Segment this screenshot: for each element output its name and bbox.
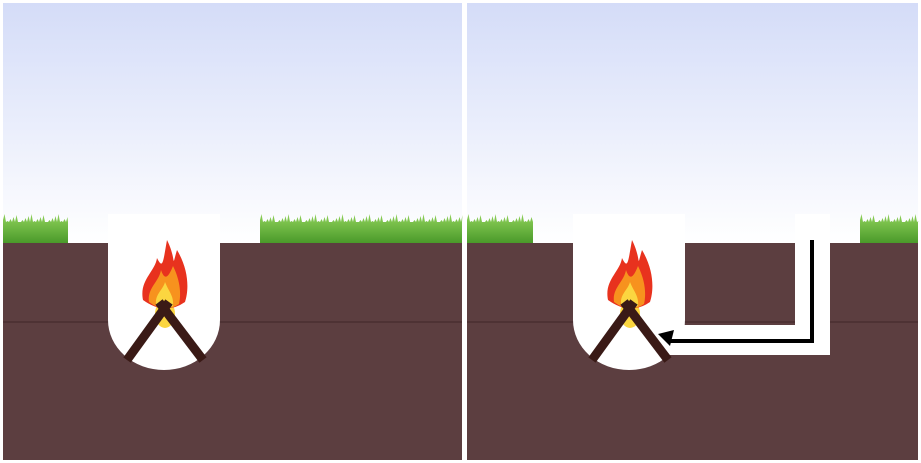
panel-fire-pit-with-air-tunnel <box>467 3 919 460</box>
panel-simple-fire-pit <box>3 3 463 460</box>
sky <box>3 3 462 243</box>
sky <box>467 3 918 243</box>
panel-divider <box>463 0 466 463</box>
soil-block <box>685 243 793 323</box>
soil <box>3 243 462 460</box>
